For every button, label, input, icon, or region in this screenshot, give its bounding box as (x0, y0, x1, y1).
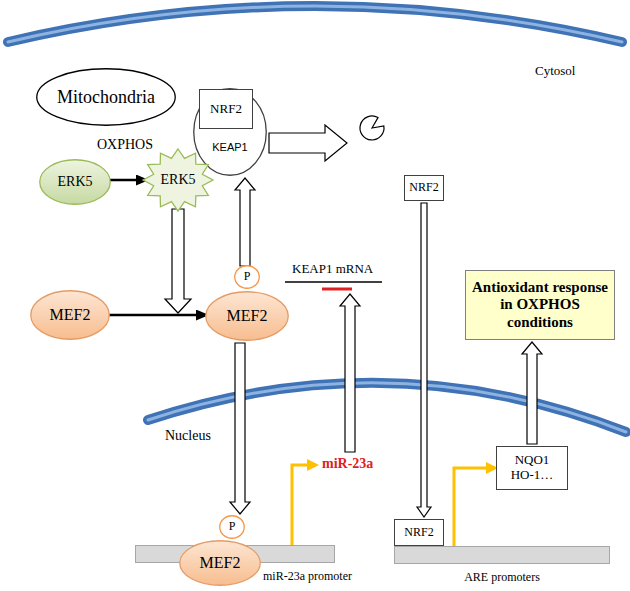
node-text: ERK5 (58, 174, 93, 190)
translation-arrow (235, 178, 255, 266)
organelle-ellipse: Mitochondria (36, 68, 176, 126)
gene-box: NQO1 HO-1… (496, 446, 568, 490)
node-text: MEF2 (227, 307, 268, 325)
phosphate-circle: P (234, 265, 260, 289)
ellipse-outline (40, 160, 111, 205)
ellipse-outline (194, 89, 267, 176)
compartment-label: Cytosol (535, 64, 575, 79)
node-text: NRF2 (409, 181, 438, 195)
nuclear-membrane-highlight (148, 383, 626, 432)
degradation-arrow (269, 125, 347, 161)
transcript-label: KEAP1 mRNA (292, 262, 373, 277)
cell-membrane (8, 6, 622, 42)
block-arrow (230, 343, 250, 514)
node-text: Mitochondria (57, 87, 155, 108)
factor-ellipse: MEF2 (30, 290, 110, 340)
mirna-label: miR-23a (322, 456, 373, 472)
activation-arrow (109, 314, 206, 317)
kinase-ellipse: ERK5 (39, 159, 111, 205)
node-text: ARE promoters (395, 571, 609, 585)
protein-box: NRF2 (404, 175, 444, 201)
block-arrow (522, 342, 542, 444)
factor-ellipse: MEF2 (179, 540, 261, 586)
node-text: miR-23a promoter (263, 570, 461, 584)
factor-ellipse: MEF2 (205, 291, 289, 341)
compartment-label: Nucleus (165, 428, 211, 444)
protein-box: NRF2 (394, 519, 444, 546)
block-arrow (165, 209, 191, 313)
node-text: P (229, 520, 236, 534)
transcription-arrow (292, 465, 316, 545)
node-text: ERK5 (161, 172, 196, 188)
ellipse-outline (206, 292, 289, 341)
node-text: NRF2 (210, 102, 242, 117)
node-text: NQO1 HO-1… (507, 453, 557, 483)
transcription-arrow (454, 468, 495, 546)
node-text: KEAP1 (212, 141, 247, 154)
promoter-bar: ARE promoters (394, 546, 610, 564)
activation-arrow (110, 179, 146, 182)
mrna-strand (285, 281, 382, 283)
ellipse-outline (235, 266, 260, 289)
block-arrow (417, 203, 431, 517)
node-text: MEF2 (50, 306, 91, 324)
starburst-outline (143, 149, 213, 211)
protein-box: NRF2 (199, 89, 253, 129)
active-kinase-star: ERK5 (143, 149, 213, 211)
proteasome-symbol (360, 116, 384, 140)
node-text: P (244, 270, 251, 284)
node-text: NRF2 (404, 526, 433, 540)
repression-arrow (340, 294, 360, 452)
response-box: Antioxidant response in OXPHOS condition… (465, 270, 615, 340)
ellipse-outline (180, 541, 261, 586)
node-text: Antioxidant response in OXPHOS condition… (469, 279, 611, 331)
condition-label: OXPHOS (97, 137, 153, 153)
ellipse-outline (37, 69, 176, 126)
mirna-binding-site (322, 288, 352, 291)
phosphate-circle: P (219, 515, 245, 539)
node-text: MEF2 (200, 554, 241, 572)
cell-membrane-highlight (8, 6, 622, 42)
ellipse-outline (220, 516, 245, 539)
ellipse-outline (31, 291, 110, 340)
nuclear-membrane (148, 383, 626, 432)
